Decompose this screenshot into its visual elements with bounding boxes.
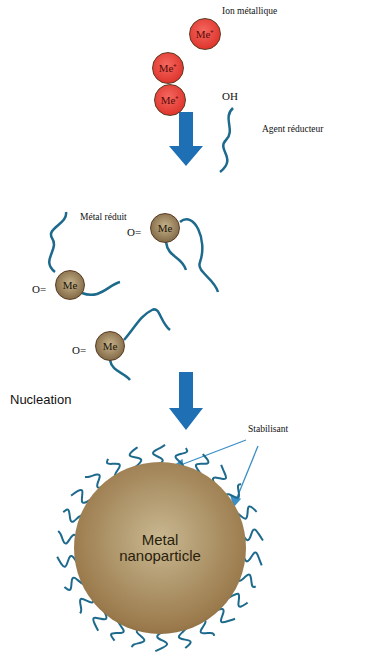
label-text: Agent réducteur bbox=[262, 124, 323, 134]
node-text: Me⁺ bbox=[159, 62, 178, 74]
node-text: Me⁺ bbox=[161, 94, 180, 106]
polymer-chain bbox=[110, 360, 130, 380]
stabiliser-chain bbox=[155, 632, 167, 651]
metal-ion: Me⁺ bbox=[189, 18, 221, 50]
process-arrow bbox=[169, 112, 203, 166]
label-text: Métal réduit bbox=[80, 212, 127, 222]
polymer-chain bbox=[180, 219, 218, 292]
stabiliser-chains bbox=[57, 445, 263, 651]
chemical-group: O= bbox=[72, 344, 86, 356]
polymer-chain bbox=[124, 309, 170, 340]
reduced-metal-atom: Me bbox=[55, 270, 85, 300]
node-text: Me bbox=[63, 279, 78, 291]
node-text: Me bbox=[158, 222, 173, 234]
stabiliser-chain bbox=[243, 529, 263, 540]
polymer-chain bbox=[166, 242, 186, 270]
metal-ion: Me⁺ bbox=[152, 52, 184, 84]
node-text: Me bbox=[103, 340, 118, 352]
polymer-chain bbox=[82, 282, 120, 295]
process-arrow bbox=[169, 372, 203, 430]
chemical-group: O= bbox=[127, 226, 141, 238]
metal-nanoparticle: Metal nanoparticle bbox=[74, 462, 246, 634]
reduced-metal-atom: Me bbox=[150, 213, 180, 243]
node-text: Me⁺ bbox=[196, 28, 215, 40]
polymer-chain bbox=[49, 212, 66, 272]
node-text: Metal nanoparticle bbox=[100, 532, 220, 565]
stabiliser-chain bbox=[244, 553, 262, 566]
label-text: Ion métallique bbox=[222, 6, 277, 16]
metal-ion: Me⁺ bbox=[154, 84, 186, 116]
chemical-group: OH bbox=[222, 90, 238, 102]
reduced-metal-atom: Me bbox=[95, 331, 125, 361]
reducing-agent-chain bbox=[220, 108, 233, 172]
label-text: Stabilisant bbox=[248, 424, 288, 434]
stabiliser-chain bbox=[216, 609, 235, 622]
chemical-group: O= bbox=[32, 283, 46, 295]
process-step: Nucleation bbox=[10, 392, 71, 407]
